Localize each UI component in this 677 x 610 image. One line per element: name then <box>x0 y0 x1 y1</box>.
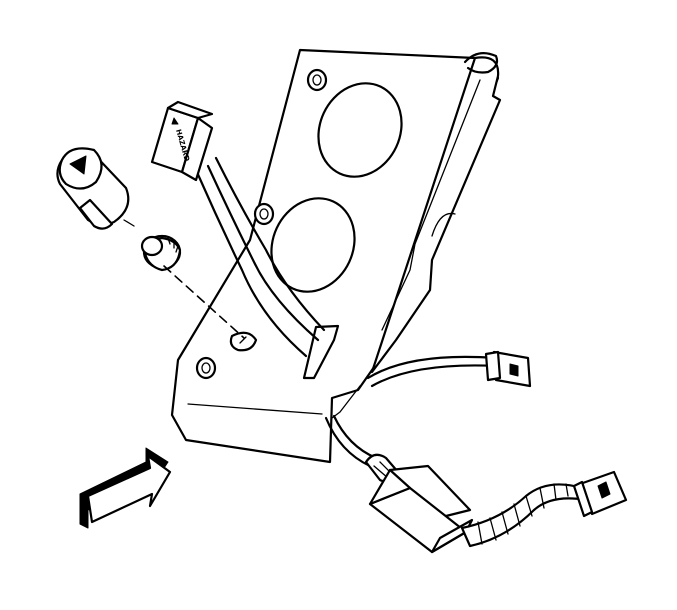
alignment-line <box>123 219 245 339</box>
mounting-hole-top <box>306 68 328 92</box>
view-arrow <box>79 447 172 529</box>
hazard-connector: HAZARD <box>150 100 214 182</box>
harness-lower <box>324 414 628 554</box>
harness-upper <box>194 156 326 358</box>
plate-hole-lower <box>270 197 356 293</box>
side-connector <box>484 350 532 388</box>
switch-mounting-hole <box>229 331 258 352</box>
wire-slot <box>302 324 340 380</box>
plate-hole-upper <box>317 82 403 178</box>
hazard-switch-knob <box>56 147 130 230</box>
mounting-hole-bottom <box>195 356 217 380</box>
retaining-nut <box>140 234 182 272</box>
harness-side <box>366 355 500 388</box>
mounting-hole-middle <box>253 202 275 226</box>
